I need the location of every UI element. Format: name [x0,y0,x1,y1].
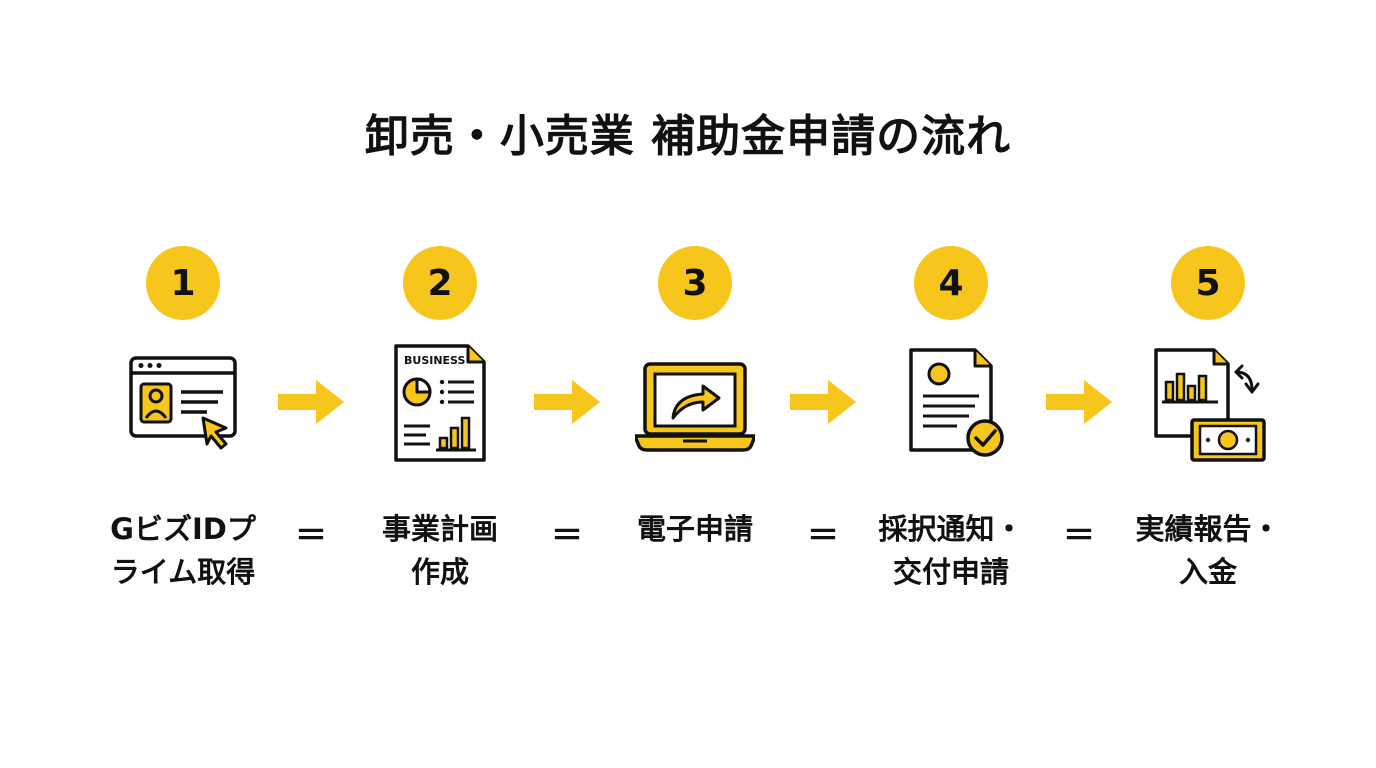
step-3: 3 電子申請 [595,0,795,768]
step-number-badge: 5 [1171,246,1245,320]
step-label: GビズIDプ ライム取得 [110,512,256,589]
browser-profile-cursor-icon [123,340,243,470]
step-label: 電子申請 [636,512,753,546]
step-number-badge: 3 [658,246,732,320]
step-label: 採択通知・ 交付申請 [878,512,1024,589]
equals-sign: ＝ [550,516,583,554]
laptop-share-arrow-icon [635,340,755,470]
arrow-icon [532,378,602,426]
step-5: 5 実績報告・ 入金 [1108,0,1308,768]
step-4: 4 採択通知・ 交付申請 [851,0,1051,768]
step-number-badge: 2 [403,246,477,320]
equals-sign: ＝ [294,516,327,554]
step-label: 実績報告・ 入金 [1135,512,1281,589]
step-2: 2 BUSINESS 事業計画 作成 [340,0,540,768]
step-label: 事業計画 作成 [381,512,498,589]
step-number-badge: 4 [914,246,988,320]
business-plan-document-icon: BUSINESS [380,340,500,470]
equals-sign: ＝ [806,516,839,554]
report-payment-icon [1148,340,1268,470]
page-title: 卸売・小売業 補助金申請の流れ [364,111,1012,162]
arrow-icon [276,378,346,426]
arrow-icon [1044,378,1114,426]
arrow-icon [788,378,858,426]
approved-document-icon [891,340,1011,470]
svg-text:BUSINESS: BUSINESS [404,354,465,367]
step-number-badge: 1 [146,246,220,320]
step-1: 1 GビズIDプ ライム取得 [83,0,283,768]
equals-sign: ＝ [1062,516,1095,554]
